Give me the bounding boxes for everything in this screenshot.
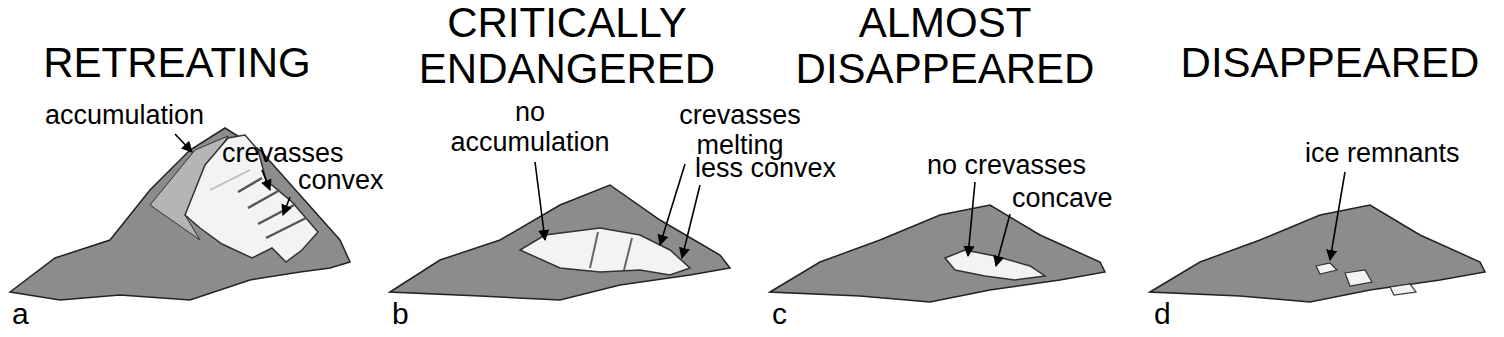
panel-letter: b	[392, 298, 409, 330]
ice-remnant	[1390, 284, 1416, 295]
crevasse	[590, 232, 632, 270]
panel-heading: RETREATING	[7, 40, 347, 86]
callout-label: ice remnants	[1305, 138, 1460, 168]
mountain	[770, 205, 1105, 302]
leader-arrow	[283, 197, 290, 215]
callout-label: accumulation	[45, 100, 204, 130]
leader-arrow	[968, 182, 975, 256]
crevasse	[238, 178, 306, 238]
panel-heading: ALMOST DISAPPEARED	[780, 0, 1110, 92]
panel-heading: CRITICALLY ENDANGERED	[402, 0, 732, 92]
panel-heading: DISAPPEARED	[1165, 40, 1495, 86]
leader-arrow	[262, 170, 270, 190]
callout-label: no accumulation	[443, 97, 618, 157]
leader-arrow	[660, 164, 685, 245]
callout-label: no crevasses	[927, 150, 1086, 180]
glacier-shade	[210, 170, 250, 190]
mountain	[1150, 205, 1485, 302]
leader-arrow	[535, 162, 545, 240]
leader-arrow	[996, 214, 1010, 266]
mountain	[390, 185, 730, 300]
callout-label: crevasses melting	[668, 100, 813, 160]
callout-label: concave	[1012, 183, 1113, 213]
leader-arrow	[1330, 172, 1345, 260]
callout-label: less convex	[695, 153, 836, 183]
callout-label: crevasses	[222, 138, 344, 168]
leader-arrow	[175, 134, 192, 152]
mountain	[10, 128, 350, 300]
leader-arrow	[682, 185, 700, 258]
glacier	[520, 228, 690, 275]
glacier	[945, 250, 1045, 280]
panel-letter: c	[772, 298, 787, 330]
ice-remnant	[1316, 263, 1337, 274]
panel-letter: a	[12, 298, 29, 330]
panel-letter: d	[1154, 298, 1171, 330]
callout-label: convex	[298, 165, 384, 195]
ice-remnant	[1345, 270, 1372, 286]
